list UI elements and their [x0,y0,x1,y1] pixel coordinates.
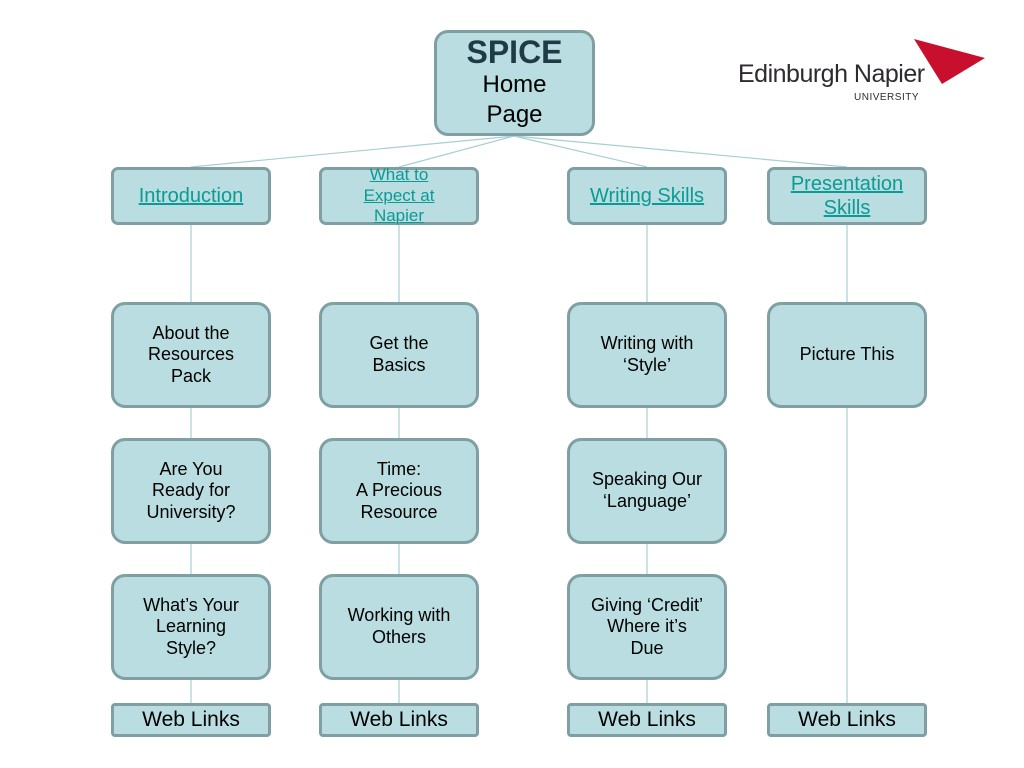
header-what-to-expect[interactable]: What to Expect at Napier [319,165,479,226]
logo-subtitle: UNIVERSITY [854,92,920,103]
topic-get-the-basics[interactable]: Get the Basics [319,302,479,408]
topic-label: Working with Others [347,605,451,647]
web-links-label: Web Links [142,708,240,732]
university-logo: Edinburgh Napier UNIVERSITY [736,36,991,106]
what-to-expect-link[interactable]: What to Expect at Napier [363,165,435,226]
topic-time-precious-resource[interactable]: Time: A Precious Resource [319,438,479,544]
web-links-what-to-expect[interactable]: Web Links [319,703,479,737]
home-subtitle: Home Page [482,70,547,128]
web-links-label: Web Links [598,708,696,732]
web-links-presentation-skills[interactable]: Web Links [767,703,927,737]
topic-label: Are You Ready for University? [146,458,236,522]
web-links-introduction[interactable]: Web Links [111,703,271,737]
presentation-skills-link[interactable]: Presentation Skills [790,173,904,219]
header-writing-skills[interactable]: Writing Skills [567,167,727,225]
topic-label: Picture This [799,344,895,365]
home-title: SPICE [466,34,563,71]
web-links-label: Web Links [798,708,896,732]
topic-label: Giving ‘Credit’ Where it’s Due [590,594,704,658]
topic-label: Get the Basics [369,333,429,375]
writing-skills-link[interactable]: Writing Skills [589,185,705,207]
home-page-node[interactable]: SPICE Home Page [434,30,595,136]
web-links-writing-skills[interactable]: Web Links [567,703,727,737]
logo-name: Edinburgh Napier [738,60,925,88]
topic-picture-this[interactable]: Picture This [767,302,927,408]
topic-giving-credit[interactable]: Giving ‘Credit’ Where it’s Due [567,574,727,680]
logo-red-triangle-icon [914,39,985,84]
topic-working-with-others[interactable]: Working with Others [319,574,479,680]
topic-label: What’s Your Learning Style? [143,594,239,658]
topic-label: About the Resources Pack [147,322,235,386]
topic-about-resources-pack[interactable]: About the Resources Pack [111,302,271,408]
topic-label: Speaking Our ‘Language’ [591,469,703,511]
topic-ready-for-university[interactable]: Are You Ready for University? [111,438,271,544]
introduction-link[interactable]: Introduction [138,185,244,207]
topic-speaking-our-language[interactable]: Speaking Our ‘Language’ [567,438,727,544]
topic-label: Writing with ‘Style’ [600,333,694,375]
topic-label: Time: A Precious Resource [355,458,443,522]
header-presentation-skills[interactable]: Presentation Skills [767,167,927,225]
web-links-label: Web Links [350,708,448,732]
topic-learning-style[interactable]: What’s Your Learning Style? [111,574,271,680]
topic-writing-with-style[interactable]: Writing with ‘Style’ [567,302,727,408]
header-introduction[interactable]: Introduction [111,167,271,225]
